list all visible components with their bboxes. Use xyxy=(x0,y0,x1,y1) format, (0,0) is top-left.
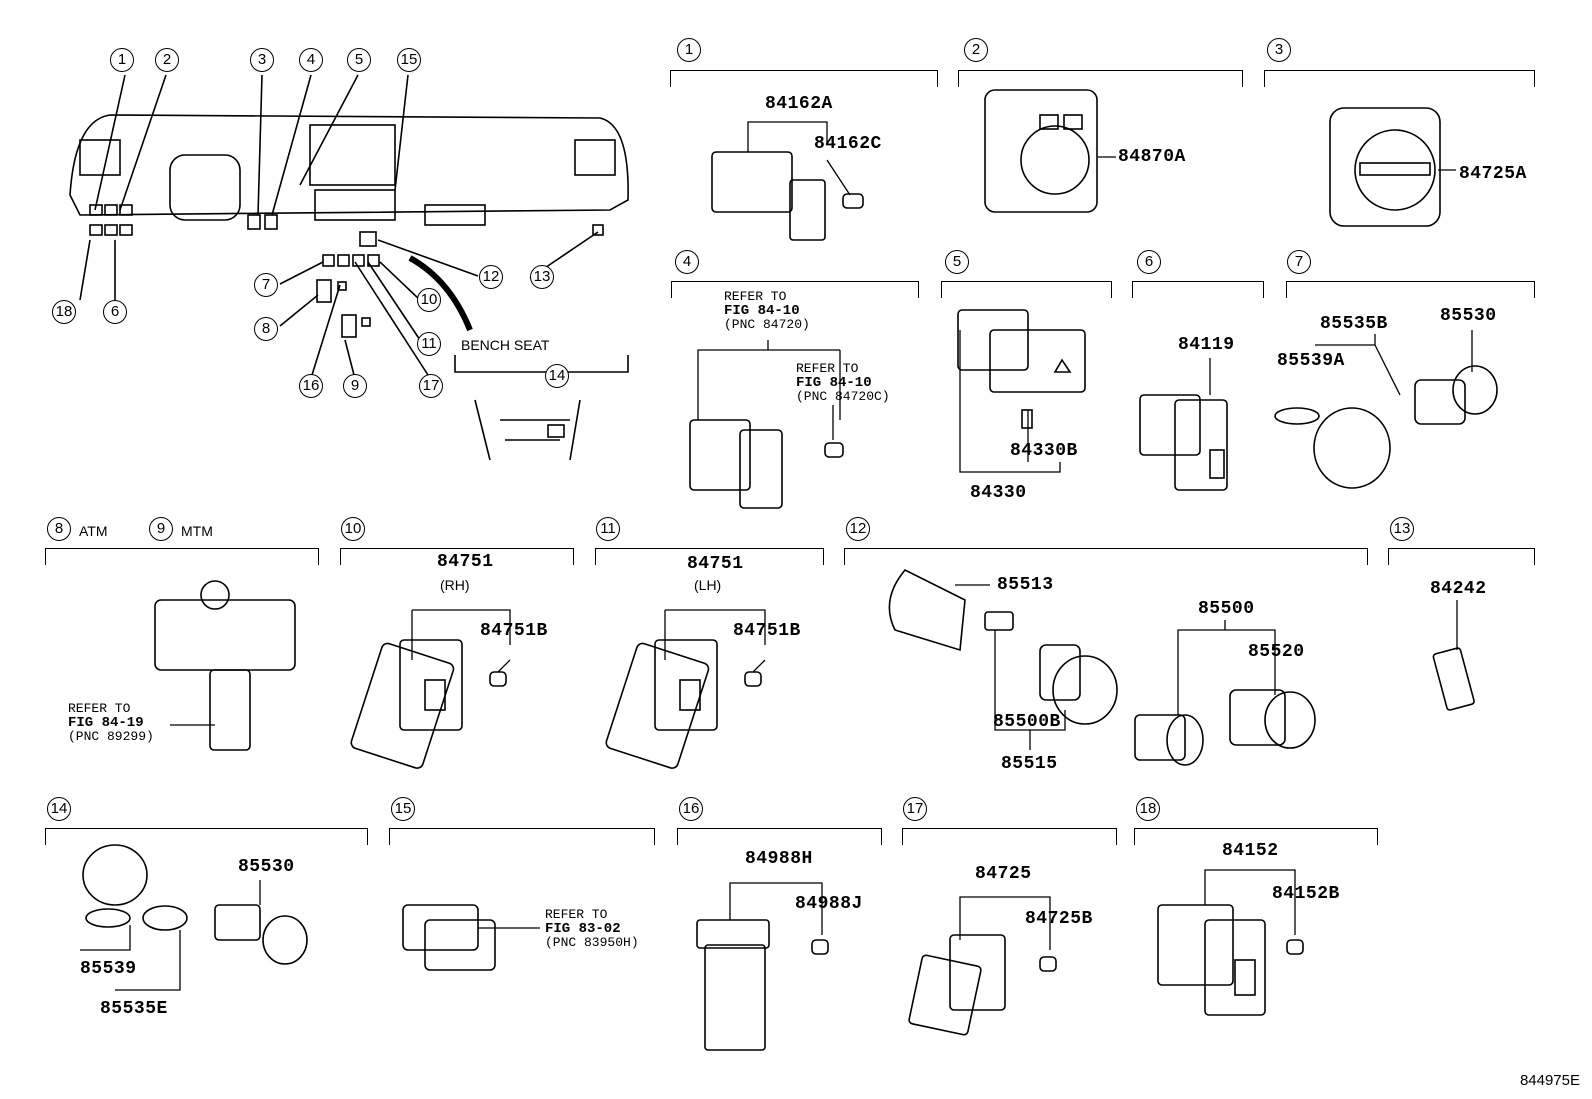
part-number: 85539 xyxy=(80,959,137,979)
callout-4: 4 xyxy=(299,48,323,72)
bench-seat-label: BENCH SEAT xyxy=(461,337,550,353)
section-10-number: 10 xyxy=(341,517,365,541)
part-number: 84725 xyxy=(975,864,1032,884)
callout-8: 8 xyxy=(254,317,278,341)
part-number: 84751 xyxy=(437,552,494,572)
section-3-number: 3 xyxy=(1267,38,1291,62)
callout-1: 1 xyxy=(110,48,134,72)
section-1-bracket xyxy=(670,70,938,87)
callout-5: 5 xyxy=(347,48,371,72)
callout-11: 11 xyxy=(417,332,441,356)
part-number: 84725B xyxy=(1025,909,1093,929)
section-13-bracket xyxy=(1388,548,1535,565)
section-5-bracket xyxy=(941,281,1112,298)
reference-note: REFER TO FIG 84-19 (PNC 89299) xyxy=(68,701,154,744)
part-number: 84152B xyxy=(1272,884,1340,904)
section-11-number: 11 xyxy=(596,517,620,541)
section-2-bracket xyxy=(958,70,1243,87)
leader-lines xyxy=(80,121,1473,991)
part-number: 84242 xyxy=(1430,579,1487,599)
part-number: 85535B xyxy=(1320,314,1388,334)
part-number: 84162C xyxy=(814,134,882,154)
section-16-number: 16 xyxy=(679,797,703,821)
part-number: 84751 xyxy=(687,554,744,574)
section-2-number: 2 xyxy=(964,38,988,62)
section-12-number: 12 xyxy=(846,517,870,541)
section-9-label: MTM xyxy=(181,523,213,539)
section-4-number: 4 xyxy=(675,250,699,274)
part-number: 85539A xyxy=(1277,351,1345,371)
part-number: 85515 xyxy=(1001,754,1058,774)
callout-13: 13 xyxy=(530,265,554,289)
part-number: 85500B xyxy=(993,712,1061,732)
part-drawings xyxy=(82,89,1498,1051)
callout-7: 7 xyxy=(254,273,278,297)
section-13-number: 13 xyxy=(1390,517,1414,541)
side-label: (LH) xyxy=(694,577,722,593)
callout-17: 17 xyxy=(419,374,443,398)
section-8-number: 8 xyxy=(47,517,71,541)
part-number: 84119 xyxy=(1178,335,1235,355)
figure-id: 844975E xyxy=(1519,1072,1580,1089)
side-label: (RH) xyxy=(440,577,470,593)
section-7-bracket xyxy=(1286,281,1535,298)
dashboard-overview-drawing xyxy=(69,74,629,461)
part-number: 85530 xyxy=(1440,306,1497,326)
reference-note: REFER TO FIG 83-02 (PNC 83950H) xyxy=(545,907,639,950)
callout-6: 6 xyxy=(103,300,127,324)
section-14-bracket xyxy=(45,828,368,845)
callout-18: 18 xyxy=(52,300,76,324)
section-10-bracket xyxy=(340,548,574,565)
section-7-number: 7 xyxy=(1287,250,1311,274)
callout-16: 16 xyxy=(299,374,323,398)
section-15-bracket xyxy=(389,828,655,845)
part-number: 84725A xyxy=(1459,164,1527,184)
section-17-bracket xyxy=(902,828,1117,845)
callout-9: 9 xyxy=(343,374,367,398)
callout-2: 2 xyxy=(155,48,179,72)
section-11-bracket xyxy=(595,548,824,565)
part-number: 85520 xyxy=(1248,642,1305,662)
callout-15: 15 xyxy=(397,48,421,72)
reference-note: REFER TO FIG 84-10 (PNC 84720) xyxy=(724,289,810,332)
part-number: 84162A xyxy=(765,94,833,114)
section-18-number: 18 xyxy=(1136,797,1160,821)
part-number: 84751B xyxy=(733,621,801,641)
section-14-number: 14 xyxy=(47,797,71,821)
section-9-number: 9 xyxy=(149,517,173,541)
part-number: 84870A xyxy=(1118,147,1186,167)
callout-14: 14 xyxy=(545,364,569,388)
section-18-bracket xyxy=(1134,828,1378,845)
part-number: 85513 xyxy=(997,575,1054,595)
section-1-number: 1 xyxy=(677,38,701,62)
part-number: 84152 xyxy=(1222,841,1279,861)
section-8-label: ATM xyxy=(79,523,108,539)
section-17-number: 17 xyxy=(903,797,927,821)
part-number: 84988J xyxy=(795,894,863,914)
section-6-bracket xyxy=(1132,281,1264,298)
part-number: 84751B xyxy=(480,621,548,641)
section-8-9-bracket xyxy=(45,548,319,565)
section-4-bracket xyxy=(671,281,919,298)
part-number: 84988H xyxy=(745,849,813,869)
callout-10: 10 xyxy=(417,288,441,312)
part-number: 84330 xyxy=(970,483,1027,503)
section-6-number: 6 xyxy=(1137,250,1161,274)
reference-note: REFER TO FIG 84-10 (PNC 84720C) xyxy=(796,361,890,404)
section-15-number: 15 xyxy=(391,797,415,821)
section-16-bracket xyxy=(677,828,882,845)
part-number: 85500 xyxy=(1198,599,1255,619)
section-5-number: 5 xyxy=(945,250,969,274)
part-number: 84330B xyxy=(1010,441,1078,461)
callout-3: 3 xyxy=(250,48,274,72)
section-12-bracket xyxy=(844,548,1368,565)
part-number: 85535E xyxy=(100,999,168,1019)
section-3-bracket xyxy=(1264,70,1535,87)
part-number: 85530 xyxy=(238,857,295,877)
callout-12: 12 xyxy=(479,265,503,289)
